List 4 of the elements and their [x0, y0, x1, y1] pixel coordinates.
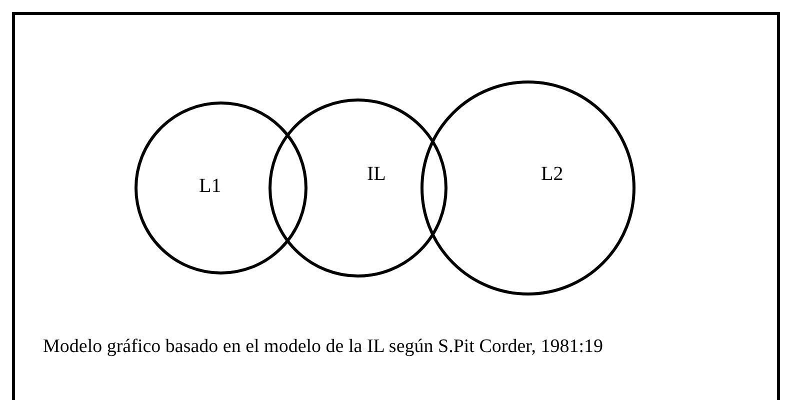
caption: Modelo gráfico basado en el modelo de la IL según S.Pit Corder, 1981:19: [43, 335, 604, 359]
circle-label: L2: [541, 163, 564, 186]
circle-label: IL: [367, 163, 386, 186]
circle-label: L1: [199, 175, 222, 198]
